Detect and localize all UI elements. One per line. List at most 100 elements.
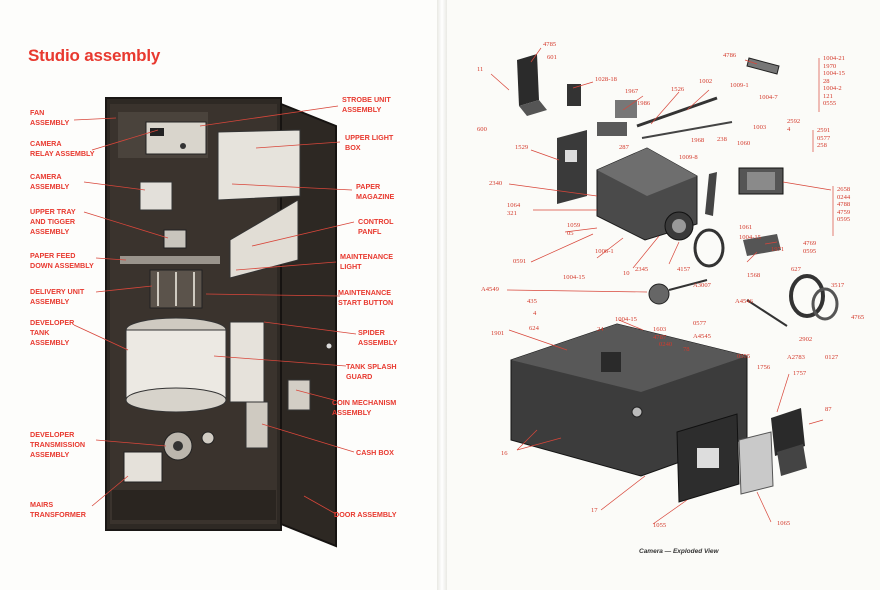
splash-guard bbox=[229, 321, 265, 403]
leader-lines bbox=[73, 105, 357, 515]
bracket-4785 bbox=[517, 54, 539, 106]
book-gutter bbox=[437, 0, 447, 590]
part-1603: 1603 4787 bbox=[653, 326, 667, 341]
camera-body bbox=[139, 181, 173, 211]
label-fan: FAN ASSEMBLY bbox=[30, 108, 70, 127]
part-1967: 1967 bbox=[625, 88, 639, 95]
part-1901: 1901 bbox=[491, 330, 505, 337]
strobe-unit-panel bbox=[145, 121, 207, 155]
part-0240: 0240 bbox=[659, 341, 673, 348]
label-camera-relay: CAMERA RELAY ASSEMBLY bbox=[30, 139, 95, 158]
part-4786: 4786 bbox=[723, 52, 737, 59]
part-1568: 1568 bbox=[747, 272, 761, 279]
part-0555: 0555 bbox=[737, 353, 751, 360]
part-2345: 2345 bbox=[635, 266, 649, 273]
ring-4157 bbox=[693, 228, 725, 268]
label-tank-splash: TANK SPLASH GUARD bbox=[346, 362, 397, 381]
part-4769: 4769 0595 bbox=[803, 240, 817, 255]
paper-feed-rail bbox=[120, 256, 220, 264]
bar-4786 bbox=[746, 57, 780, 75]
part-leader-lines bbox=[490, 47, 832, 525]
part-1061: 1061 bbox=[739, 224, 753, 231]
part-1968: 1968 bbox=[691, 137, 705, 144]
label-door-assembly: DOOR ASSEMBLY bbox=[334, 510, 397, 519]
upper-tray bbox=[163, 229, 187, 249]
part-1065: 1065 bbox=[777, 520, 791, 527]
connector-1028 bbox=[567, 84, 581, 106]
part-10: 10 bbox=[623, 270, 630, 277]
part-0127: 0127 bbox=[825, 354, 839, 361]
label-strobe-unit: STROBE UNIT ASSEMBLY bbox=[342, 95, 391, 114]
part-1986 bbox=[615, 100, 637, 118]
part-601: 601 bbox=[547, 54, 557, 61]
block-1568 bbox=[743, 234, 781, 256]
part-stack-a: 1004-21 1970 1004-15 28 1004-2 121 0555 bbox=[823, 55, 845, 107]
control-panel-box bbox=[229, 199, 299, 279]
part-1003: 1003 bbox=[753, 124, 767, 131]
part-3517: 3517 bbox=[831, 282, 845, 289]
label-camera: CAMERA ASSEMBLY bbox=[30, 172, 70, 191]
ring-3517 bbox=[789, 274, 825, 318]
part-4: 4 bbox=[533, 310, 537, 317]
label-coin-mechanism: COIN MECHANISM ASSEMBLY bbox=[332, 398, 397, 417]
part-238: 238 bbox=[717, 136, 727, 143]
exploded-view-drawing bbox=[490, 47, 839, 525]
part-11: 11 bbox=[477, 66, 484, 73]
coin-mechanism bbox=[287, 379, 311, 411]
page-title: Studio assembly bbox=[28, 46, 161, 65]
cable-A2783 bbox=[746, 299, 788, 327]
figure-caption: Camera — Exploded View bbox=[639, 548, 719, 555]
part-A2783: A2783 bbox=[787, 354, 805, 361]
cash-box bbox=[245, 401, 269, 449]
bracket-1757 bbox=[771, 408, 805, 456]
part-1009-8: 1009-8 bbox=[679, 154, 698, 161]
part-A4549: A4549 bbox=[481, 286, 499, 293]
label-control-panel: CONTROL PANFL bbox=[358, 217, 394, 236]
label-maintenance-start: MAINTENANCE START BUTTON bbox=[338, 288, 394, 307]
part-1757: 1757 bbox=[793, 370, 807, 377]
part-1756: 1756 bbox=[757, 364, 771, 371]
part-2340: 2340 bbox=[489, 180, 503, 187]
part-1002: 1002 bbox=[699, 78, 713, 85]
part-1004-7: 1004-7 bbox=[759, 94, 778, 101]
part-stack-b: 2591 0577 258 bbox=[817, 127, 831, 149]
part-0591: 0591 bbox=[513, 258, 527, 265]
part-A4546: A4546 bbox=[735, 298, 753, 305]
upper-light-box bbox=[217, 129, 301, 201]
panel-knob bbox=[180, 143, 186, 149]
shutter-1967 bbox=[597, 122, 627, 136]
relay-module bbox=[150, 128, 164, 136]
part-600: 600 bbox=[477, 126, 487, 133]
camera-exploded-view-page: 4785 601 11 600 1028-18 1967 1986 1526 1… bbox=[447, 0, 880, 590]
label-upper-light-box: UPPER LIGHT BOX bbox=[345, 133, 394, 152]
gear-A4545 bbox=[648, 283, 670, 305]
part-0577: 0577 bbox=[693, 320, 707, 327]
part-16: 16 bbox=[501, 450, 508, 457]
part-627: 627 bbox=[791, 266, 801, 273]
part-78: 78 bbox=[683, 346, 690, 353]
part-1009-1: 1009-1 bbox=[730, 82, 749, 89]
label-paper-magazine: PAPER MAGAZINE bbox=[356, 182, 395, 201]
part-1526: 1526 bbox=[671, 86, 685, 93]
label-upper-tray: UPPER TRAY AND TIGGER ASSEMBLY bbox=[30, 207, 76, 236]
part-1059: 1059 05 bbox=[567, 222, 581, 237]
part-624: 624 bbox=[529, 325, 539, 332]
label-developer-tank: DEVELOPER TANK ASSEMBLY bbox=[30, 318, 75, 347]
label-maintenance-light: MAINTENANCE LIGHT bbox=[340, 252, 394, 271]
studio-cabinet-photo bbox=[73, 97, 357, 548]
part-4765: 4765 bbox=[851, 314, 865, 321]
part-1055: 1055 bbox=[653, 522, 667, 529]
part-4157: 4157 bbox=[677, 266, 691, 273]
rod-1009 bbox=[636, 96, 718, 128]
part-435: 435 bbox=[527, 298, 537, 305]
part-17: 17 bbox=[591, 507, 598, 514]
part-87: 87 bbox=[825, 406, 832, 413]
label-spider: SPIDER ASSEMBLY bbox=[358, 328, 398, 347]
part-1004-15a: 1004-15 bbox=[739, 234, 761, 241]
label-paper-feed: PAPER FEED DOWN ASSEMBLY bbox=[30, 251, 94, 270]
lever-1060 bbox=[705, 172, 717, 216]
part-A3007: A3007 bbox=[693, 282, 711, 289]
part-stack-c: 2658 0244 4788 4759 0595 bbox=[837, 186, 851, 223]
part-24: 24 bbox=[597, 326, 604, 333]
